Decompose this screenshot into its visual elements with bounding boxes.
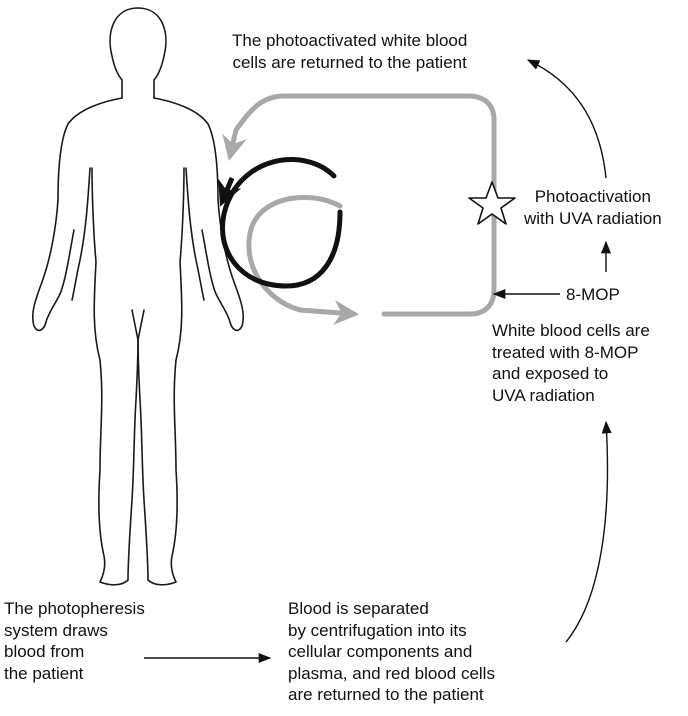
gray-return-loop xyxy=(222,93,497,317)
arrow-star-to-returned xyxy=(526,59,607,179)
gray-inner-loop xyxy=(246,194,359,325)
black-draw-loop xyxy=(220,157,343,289)
black-loop-arrow xyxy=(218,177,242,207)
label-cells-treated: White blood cells are treated with 8-MOP… xyxy=(492,321,650,405)
label-photoactivation: Photoactivation with UVA radiation xyxy=(524,187,662,228)
human-silhouette xyxy=(31,7,245,586)
label-cells-returned: The photoactivated white blood cells are… xyxy=(232,31,468,72)
label-system-draws: The photopheresis system draws blood fro… xyxy=(4,599,145,683)
label-drug: 8-MOP xyxy=(566,285,620,304)
label-blood-separated: Blood is separated by centrifugation int… xyxy=(288,599,495,704)
arrow-separated-to-treated xyxy=(565,420,612,643)
star-icon xyxy=(468,181,516,225)
